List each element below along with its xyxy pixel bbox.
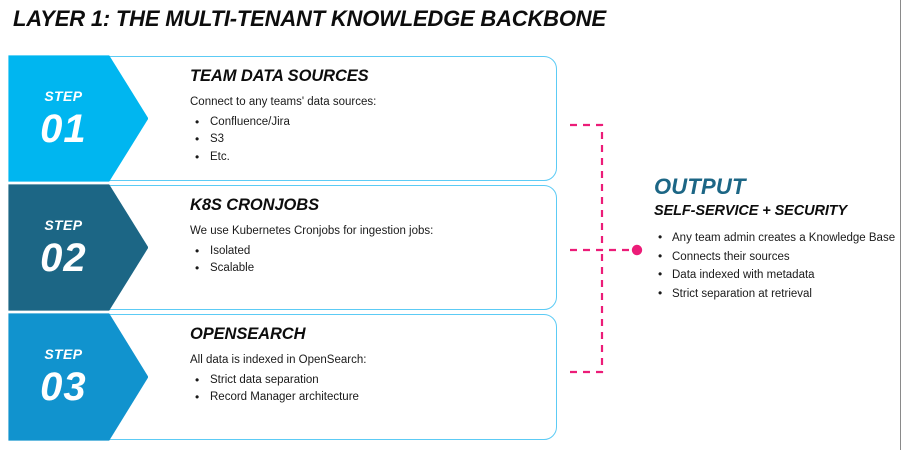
output-bullet-list: Any team admin creates a Knowledge Base … — [654, 228, 895, 304]
list-item: S3 — [190, 130, 542, 149]
connector-step1 — [570, 123, 604, 250]
step-badge-label-3: STEP — [44, 346, 83, 362]
list-item: Strict data separation — [190, 371, 542, 390]
list-item: Scalable — [190, 259, 542, 278]
output-title: OUTPUT — [654, 174, 746, 199]
connector-step3 — [570, 250, 604, 374]
step-bullet-list-3: Strict data separation Record Manager ar… — [190, 371, 542, 408]
output-panel: OUTPUT SELF-SERVICE + SECURITY Any team … — [654, 174, 895, 304]
step-badge-label-1: STEP — [44, 87, 83, 104]
step-card-body-3: OPENSEARCH All data is indexed in OpenSe… — [190, 325, 542, 407]
list-item: Isolated — [190, 242, 542, 261]
step-bullet-list-2: Isolated Scalable — [190, 242, 542, 279]
step-card-body-2: K8S CRONJOBS We use Kubernetes Cronjobs … — [190, 196, 542, 278]
step-heading-3: OPENSEARCH — [190, 325, 306, 343]
step-badge-2: STEP 02 — [8, 184, 149, 311]
step-card-2[interactable]: STEP 02 K8S CRONJOBS We use Kubernetes C… — [8, 184, 557, 311]
list-item: Any team admin creates a Knowledge Base — [654, 228, 895, 248]
step-badge-3: STEP 03 — [8, 313, 149, 441]
step-badge-1: STEP 01 — [8, 55, 149, 182]
list-item: Strict separation at retrieval — [654, 284, 894, 304]
step-badge-number-2: 02 — [40, 235, 87, 280]
step-lead-2: We use Kubernetes Cronjobs for ingestion… — [190, 225, 434, 237]
list-item: Etc. — [190, 148, 542, 167]
step-card-1[interactable]: STEP 01 TEAM DATA SOURCES Connect to any… — [8, 55, 557, 182]
step-bullet-list-1: Confluence/Jira S3 Etc. — [190, 113, 542, 167]
output-subtitle: SELF-SERVICE + SECURITY — [654, 203, 848, 220]
step-lead-3: All data is indexed in OpenSearch: — [190, 354, 367, 366]
list-item: Confluence/Jira — [190, 113, 542, 132]
step-heading-2: K8S CRONJOBS — [190, 196, 319, 214]
step-badge-number-3: 03 — [40, 365, 87, 409]
step-card-3[interactable]: STEP 03 OPENSEARCH All data is indexed i… — [8, 313, 557, 441]
step-badge-number-1: 01 — [40, 106, 87, 151]
step-card-body-1: TEAM DATA SOURCES Connect to any teams' … — [190, 67, 542, 167]
list-item: Record Manager architecture — [190, 388, 542, 407]
step-badge-label-2: STEP — [44, 216, 83, 233]
step-heading-1: TEAM DATA SOURCES — [190, 67, 369, 85]
connector-junction-dot — [631, 244, 643, 256]
page-title: LAYER 1: THE MULTI-TENANT KNOWLEDGE BACK… — [13, 6, 606, 31]
list-item: Connects their sources — [654, 247, 894, 267]
step-lead-1: Connect to any teams' data sources: — [190, 96, 377, 108]
list-item: Data indexed with metadata — [654, 265, 894, 285]
